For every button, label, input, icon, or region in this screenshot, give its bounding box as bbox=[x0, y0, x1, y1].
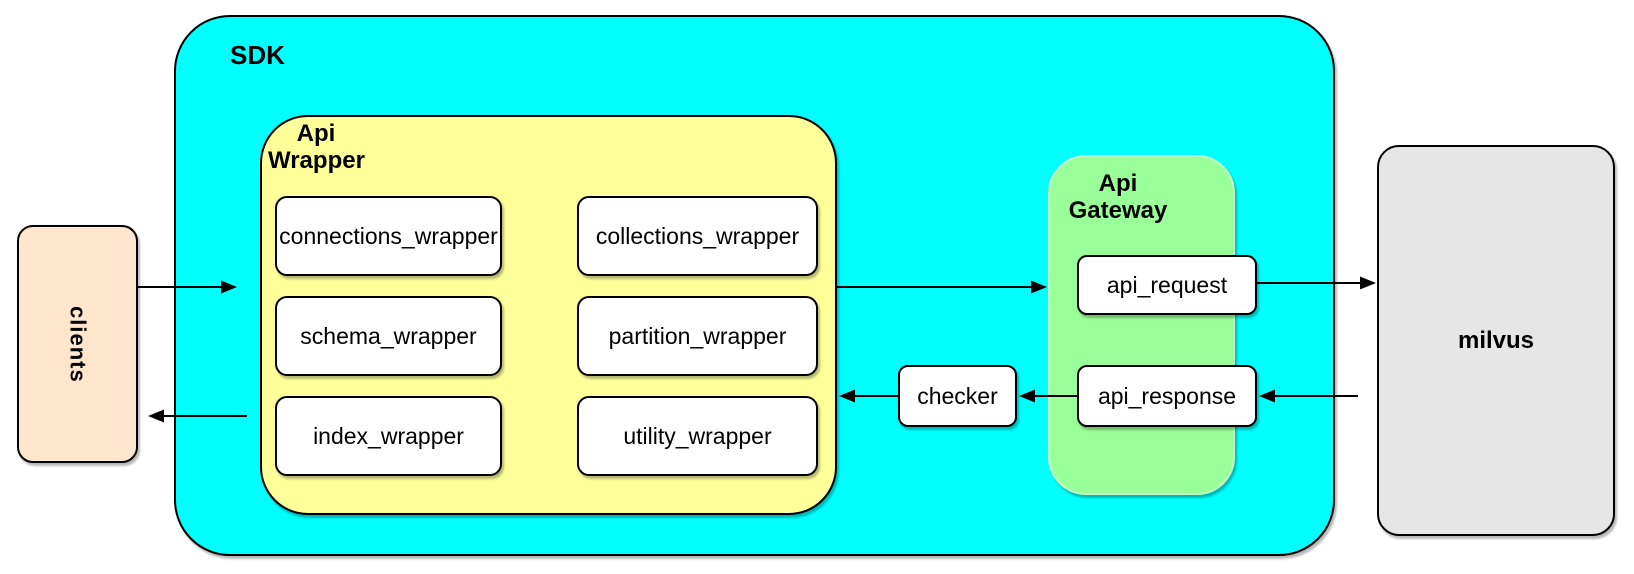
api-wrapper-label: Api Wrapper bbox=[268, 120, 365, 174]
sdk-label: SDK bbox=[230, 40, 285, 70]
api-gateway-container bbox=[1048, 155, 1235, 495]
wrapper-box-index: index_wrapper bbox=[275, 396, 502, 476]
wrapper-box-collections: collections_wrapper bbox=[577, 196, 818, 276]
clients-label: clients bbox=[65, 305, 91, 383]
wrapper-box-utility: utility_wrapper bbox=[577, 396, 818, 476]
wrapper-box-schema: schema_wrapper bbox=[275, 296, 502, 376]
milvus-box: milvus bbox=[1377, 145, 1615, 536]
api-request-box: api_request bbox=[1077, 255, 1257, 315]
clients-box: clients bbox=[17, 225, 138, 463]
wrapper-box-partition: partition_wrapper bbox=[577, 296, 818, 376]
wrapper-box-connections: connections_wrapper bbox=[275, 196, 502, 276]
api-response-box: api_response bbox=[1077, 365, 1257, 427]
api-gateway-label: Api Gateway bbox=[1068, 170, 1168, 224]
checker-box: checker bbox=[898, 365, 1017, 427]
milvus-label: milvus bbox=[1457, 326, 1535, 354]
